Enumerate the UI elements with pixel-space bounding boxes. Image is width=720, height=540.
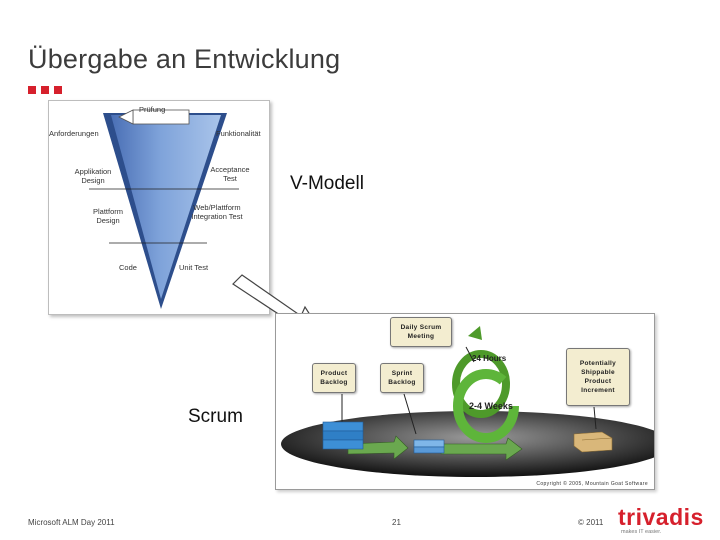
sprint-backlog-card: Sprint Backlog — [380, 363, 424, 393]
v-left-label-app-design: Applikation Design — [74, 167, 112, 185]
v-model-caption: V-Modell — [290, 173, 364, 194]
v-right-label-acceptance: Acceptance Test — [210, 165, 250, 183]
scrum-cycle-graphic — [281, 326, 654, 477]
v-left-label-platform-design: Plattform Design — [92, 207, 123, 225]
slide-title: Übergabe an Entwicklung — [28, 44, 341, 74]
increment-card: Potentially Shippable Product Increment — [566, 348, 630, 406]
v-model-figure: Prüfung Anforderungen Applikation Design… — [48, 100, 270, 315]
title-decoration — [28, 86, 62, 94]
v-left-label-requirements: Anforderungen — [49, 129, 99, 138]
v-right-label-functionality: Funktionalität — [216, 129, 261, 138]
weeks-label: 2-4 Weeks — [469, 401, 513, 411]
v-right-label-integration: Web/Plattform Integration Test — [191, 203, 243, 221]
page-number: 21 — [392, 518, 401, 527]
scrum-copyright: Copyright © 2005, Mountain Goat Software — [536, 481, 648, 487]
hours-label: 24 Hours — [472, 354, 507, 363]
v-right-label-unit-test: Unit Test — [179, 263, 209, 272]
product-backlog-card: Product Backlog — [312, 363, 356, 393]
v-shape-graphic — [89, 109, 239, 309]
footer-copyright: © 2011 — [578, 518, 604, 527]
scrum-figure: Daily Scrum Meeting Product Backlog Spri… — [275, 313, 655, 490]
scrum-caption: Scrum — [188, 406, 243, 427]
footer-event: Microsoft ALM Day 2011 — [28, 518, 115, 527]
trivadis-logo: trivadis — [618, 504, 704, 530]
logo-tagline: makes IT easier. — [621, 529, 662, 535]
v-left-label-code: Code — [119, 263, 137, 272]
v-top-label: Prüfung — [139, 105, 166, 114]
daily-scrum-card: Daily Scrum Meeting — [390, 317, 452, 347]
